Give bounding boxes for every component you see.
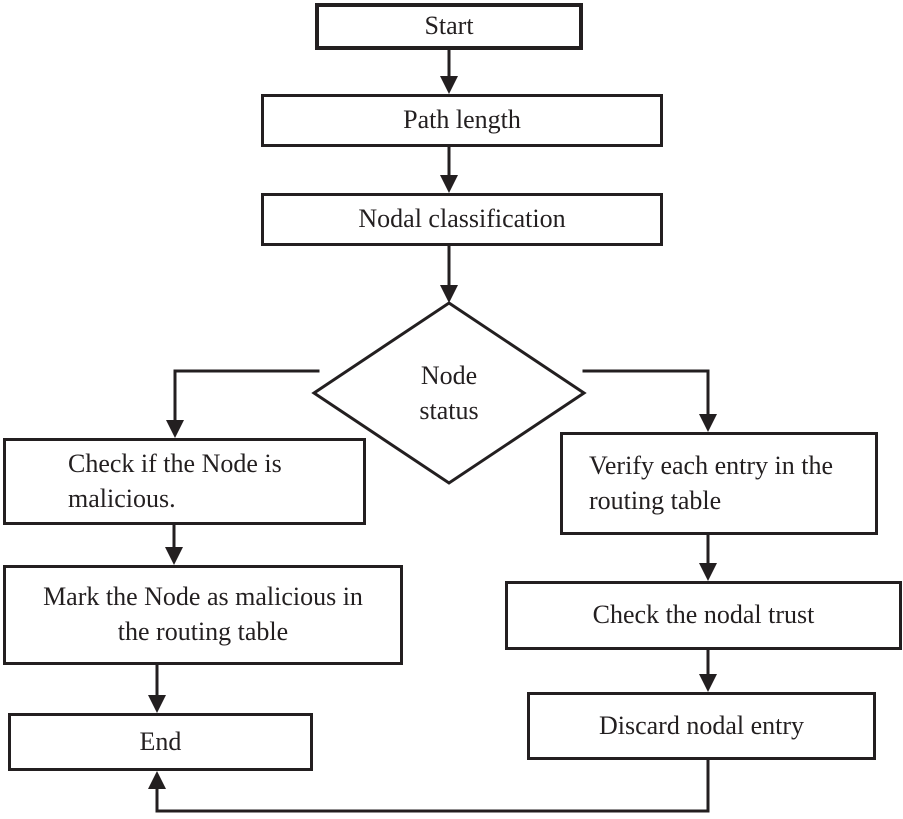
edge-discard-entry-end	[155, 758, 710, 813]
arrowhead-into-end-bottom	[148, 771, 166, 789]
node-nodal-classification: Nodal classification	[261, 193, 663, 246]
node-discard-entry-label: Discard nodal entry	[598, 710, 805, 740]
arrowhead-into-node-status	[440, 285, 458, 303]
arrowhead-into-end-top	[148, 695, 166, 713]
node-verify-entry-label: Verify each entry in the routing table	[589, 450, 834, 515]
edge-node-status-verify-entry	[582, 369, 710, 420]
node-check-trust-label: Check the nodal trust	[592, 600, 815, 630]
edge-node-status-check-malicious	[173, 369, 320, 426]
node-verify-entry: Verify each entry in the routing table	[560, 432, 878, 535]
arrowhead-into-path-length	[440, 76, 458, 94]
node-discard-entry: Discard nodal entry	[527, 692, 876, 760]
node-end: End	[8, 713, 313, 771]
node-nodal-classification-label: Nodal classification	[358, 204, 566, 234]
node-start: Start	[315, 3, 583, 50]
node-mark-malicious: Mark the Node as malicious in the routin…	[3, 565, 403, 665]
arrowhead-into-check-trust	[699, 563, 717, 581]
arrowhead-into-nodal-classification	[440, 175, 458, 193]
node-path-length: Path length	[261, 94, 663, 147]
node-status-label: Node status	[419, 360, 479, 425]
node-status-diamond-shape	[311, 301, 587, 485]
node-check-malicious-label: Check if the Node is malicious.	[68, 448, 282, 513]
arrowhead-into-mark-malicious	[165, 547, 183, 565]
arrowhead-into-check-malicious	[166, 420, 184, 438]
node-mark-malicious-label: Mark the Node as malicious in the routin…	[43, 582, 363, 646]
node-end-label: End	[139, 726, 182, 756]
arrowhead-into-verify-entry	[699, 414, 717, 432]
node-start-label: Start	[424, 11, 474, 41]
node-check-malicious: Check if the Node is malicious.	[3, 438, 366, 525]
node-status-label-box: Node status	[349, 357, 549, 429]
arrowhead-into-discard-entry	[699, 674, 717, 692]
node-path-length-label: Path length	[403, 105, 521, 135]
node-check-trust: Check the nodal trust	[505, 581, 902, 650]
